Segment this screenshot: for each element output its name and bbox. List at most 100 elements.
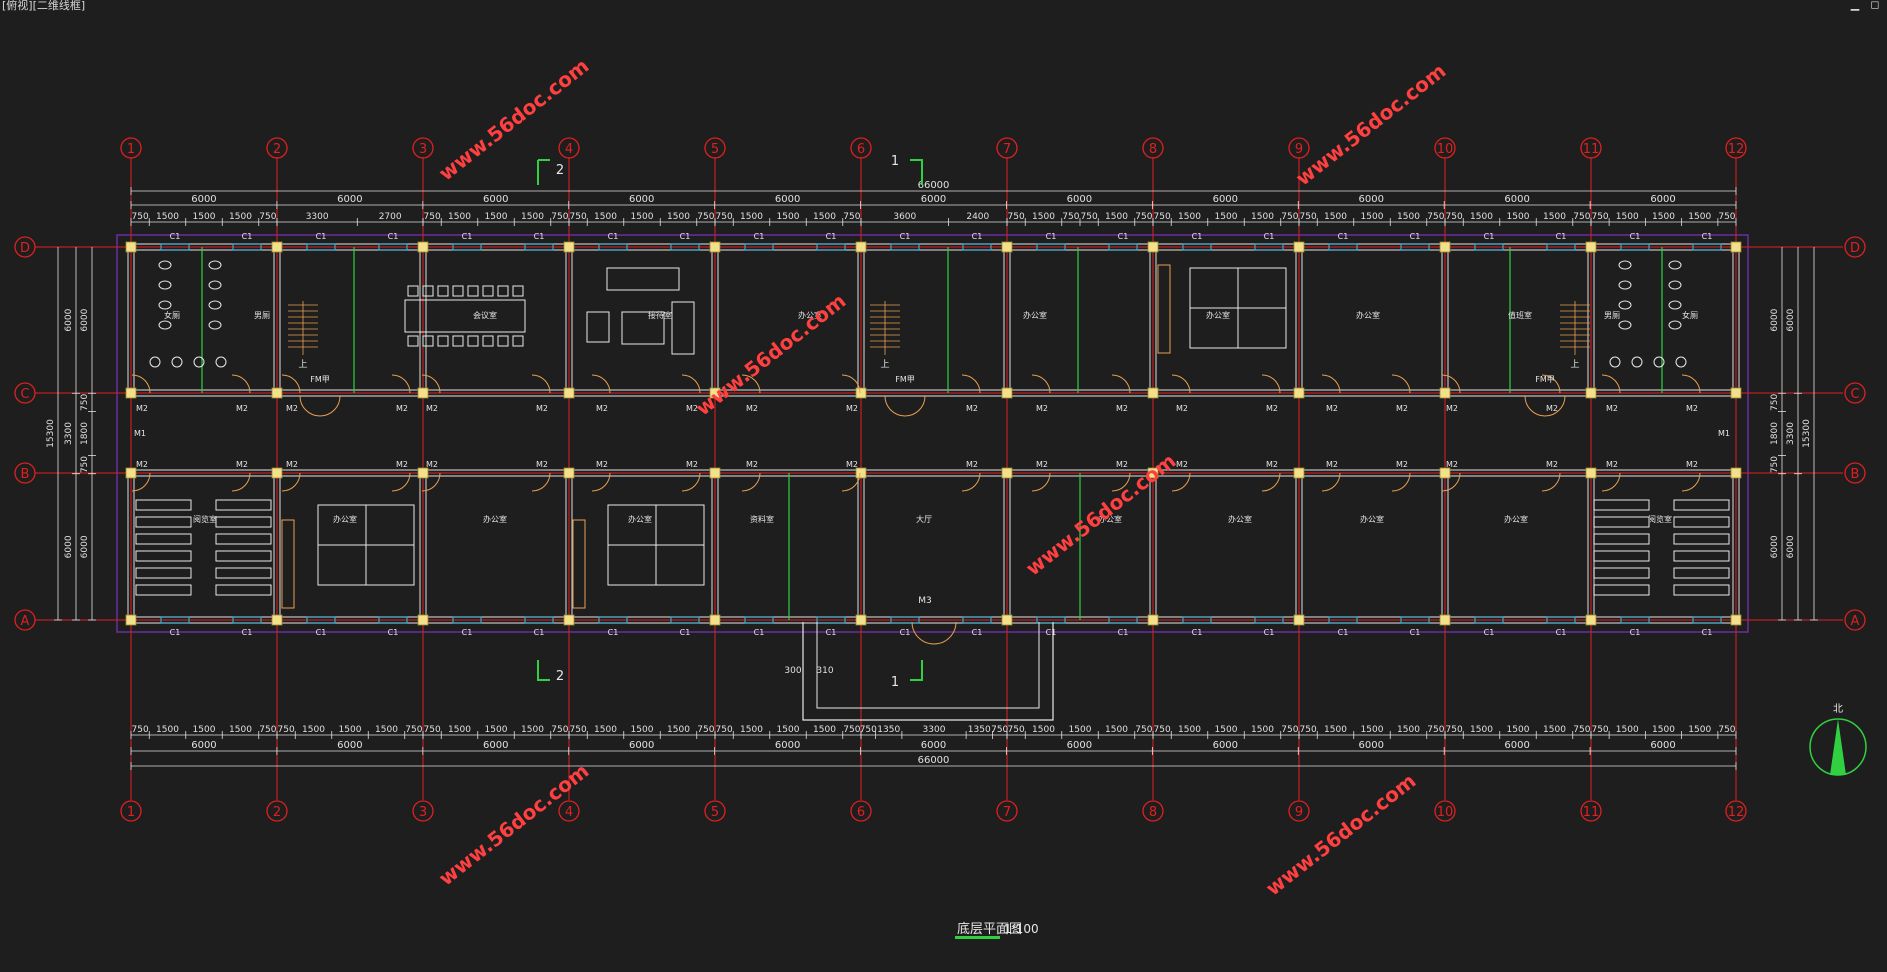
dim-top-fine-label: 750: [570, 212, 587, 222]
dim-bottom-fine-label: 750: [1718, 725, 1735, 735]
axis-bubble-bottom: [704, 800, 726, 822]
porch-step: [816, 622, 1040, 709]
dim-top-bay-label: 6000: [775, 194, 800, 205]
window-mark: [524, 243, 554, 251]
dim-bottom-fine-label: 750: [551, 725, 568, 735]
fire-door-swing: [904, 395, 926, 417]
axis-label-top: 7: [1003, 142, 1011, 157]
dim-top-fine-label: 3600: [893, 212, 916, 222]
window-mark: [1400, 616, 1430, 624]
window-mark: [890, 243, 920, 251]
dim-bottom-fine-label: 1500: [1652, 725, 1675, 735]
dim-right-fine-label: 750: [1770, 456, 1780, 473]
window-tag: C1: [1556, 628, 1567, 637]
axis-bubble-bottom: [120, 800, 142, 822]
dim-bottom-fine-label: 750: [570, 725, 587, 735]
bookshelf: [1593, 499, 1650, 511]
chair: [407, 335, 419, 347]
window-mark: [160, 243, 190, 251]
room-label-top: 办公室: [1023, 310, 1047, 320]
axis-bubble-bottom: [1434, 800, 1456, 822]
window-mark: [1182, 243, 1212, 251]
room-label-bottom: 阅览室: [193, 514, 217, 524]
dim-top-fine-label: 3300: [306, 212, 329, 222]
door-tag: M2: [1176, 460, 1188, 469]
dim-right-fine-label: 6000: [1770, 308, 1780, 331]
dim-left-fine-label: 1800: [80, 422, 90, 445]
dim-bottom-fine-label: 750: [278, 725, 295, 735]
door-tag: M2: [1546, 404, 1558, 413]
restore-icon[interactable]: ◻: [1870, 0, 1880, 11]
window-tag: C1: [826, 628, 837, 637]
column-mark: [1730, 467, 1742, 479]
column-mark: [563, 387, 575, 399]
column-mark: [1585, 614, 1597, 626]
column-mark: [1293, 467, 1305, 479]
dim-bottom-fine-label: 1500: [1324, 725, 1347, 735]
dim-bottom-fine-label: 1350: [968, 725, 991, 735]
dim-bottom-fine-label: 1500: [1215, 725, 1238, 735]
door-swing: [741, 472, 761, 492]
dim-top-fine-label: 750: [1427, 212, 1444, 222]
room-label-bottom: 办公室: [1360, 514, 1384, 524]
axis-bubble-bottom: [558, 800, 580, 822]
axis-bubble-top: [996, 137, 1018, 159]
window-mark: [1254, 616, 1284, 624]
window-tag: C1: [1630, 628, 1641, 637]
dim-bottom-bay-label: 6000: [629, 740, 654, 751]
door-tag: M2: [396, 460, 408, 469]
room-label-bottom: 办公室: [628, 514, 652, 524]
column-mark: [1001, 387, 1013, 399]
column-mark: [1001, 614, 1013, 626]
room-label-top: 会议室: [473, 310, 497, 320]
entrance-door-swing: [911, 621, 935, 645]
dim-top-fine-label: 1500: [448, 212, 471, 222]
window-tag: C1: [1046, 628, 1057, 637]
axis-label-top: 2: [273, 142, 281, 157]
column-mark: [125, 614, 137, 626]
door-tag: M2: [286, 404, 298, 413]
column-mark: [1585, 241, 1597, 253]
dim-bottom-fine-label: 1500: [1470, 725, 1493, 735]
room-label-top: 办公室: [1356, 310, 1380, 320]
dim-bottom-fine-label: 750: [1281, 725, 1298, 735]
door-tag: M2: [1116, 460, 1128, 469]
cabinet: [1157, 264, 1171, 354]
column-mark: [855, 467, 867, 479]
door-swing: [131, 472, 151, 492]
column-mark: [563, 467, 575, 479]
dim-left-fine-label: 6000: [80, 535, 90, 558]
dim-top-bay-label: 6000: [1213, 194, 1238, 205]
column-mark: [709, 241, 721, 253]
axis-label-right: B: [1851, 467, 1860, 482]
door-tag: M2: [596, 404, 608, 413]
bookshelf: [215, 550, 272, 562]
axis-label-top: 4: [565, 142, 573, 157]
toilet: [158, 320, 172, 330]
dim-top-fine-label: 750: [1062, 212, 1079, 222]
axis-bubble-top: [266, 137, 288, 159]
minimize-icon[interactable]: ▁: [1850, 0, 1860, 11]
axis-label-bottom: 6: [857, 805, 865, 820]
bookshelf: [1673, 584, 1730, 596]
dim-right-mid-label: 6000: [1786, 535, 1796, 558]
north-label: 北: [1833, 703, 1843, 715]
axis-label-left: C: [20, 387, 29, 402]
fire-door-tag: FM甲: [895, 375, 915, 384]
window-tag: C1: [1264, 628, 1275, 637]
dim-left-fine-label: 750: [80, 394, 90, 411]
toilet: [208, 300, 222, 310]
dim-bottom-bay-label: 6000: [1504, 740, 1529, 751]
axis-label-bottom: 1: [127, 805, 135, 820]
column-mark: [1293, 614, 1305, 626]
bookshelf: [215, 567, 272, 579]
window-tag: C1: [900, 628, 911, 637]
dim-bottom-fine-label: 750: [1135, 725, 1152, 735]
window-mark: [890, 616, 920, 624]
bookshelf: [215, 499, 272, 511]
window-tag: C1: [608, 232, 619, 241]
door-tag: M2: [236, 460, 248, 469]
column-mark: [125, 467, 137, 479]
door-swing: [1111, 374, 1131, 394]
